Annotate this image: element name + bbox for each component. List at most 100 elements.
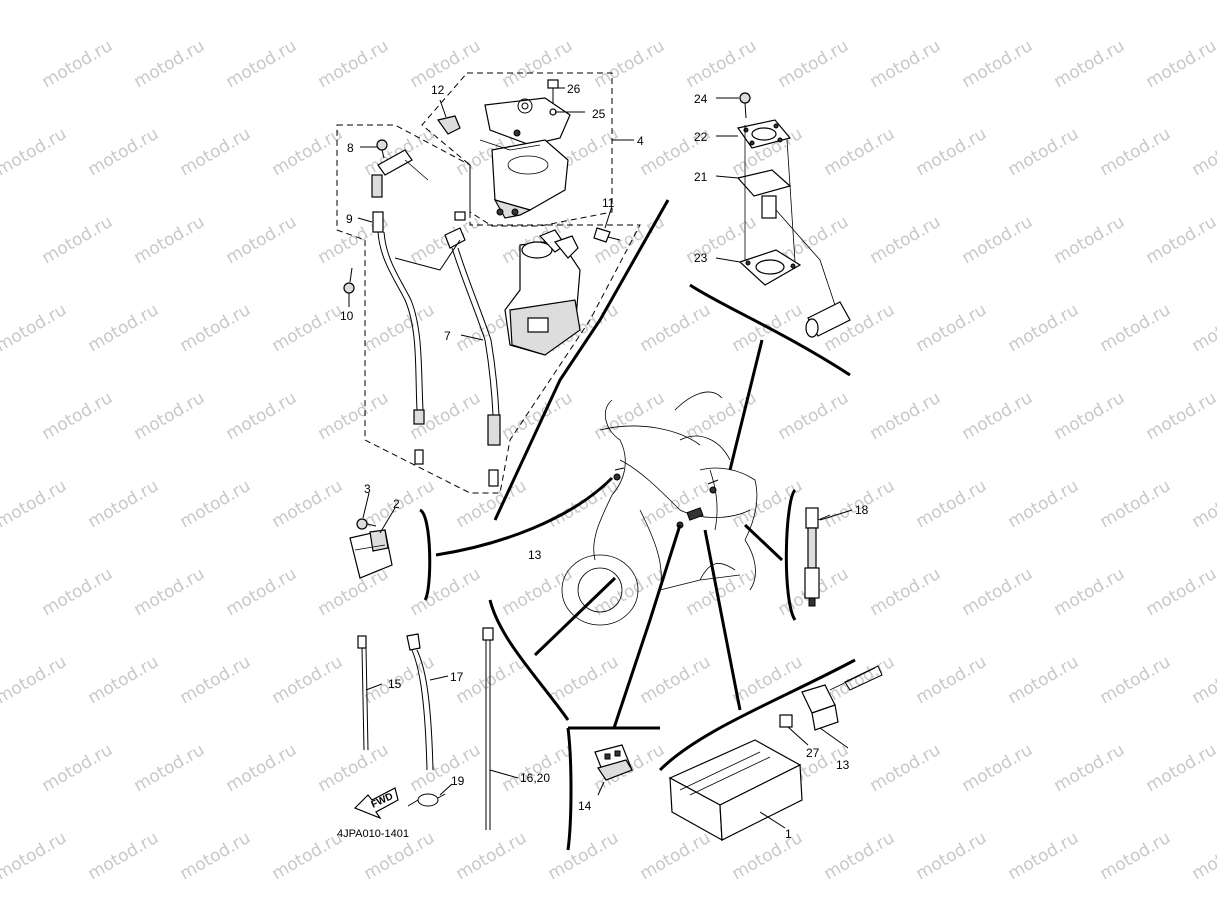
scooter-outline xyxy=(561,391,758,626)
watermark-text: motod.ru xyxy=(177,124,255,180)
callout-15: 15 xyxy=(388,677,402,691)
watermark-text: motod.ru xyxy=(85,124,163,180)
watermark-text: motod.ru xyxy=(499,36,577,92)
watermark-text: motod.ru xyxy=(1051,388,1129,444)
watermark-text: motod.ru xyxy=(775,36,853,92)
watermark-text: motod.ru xyxy=(913,652,991,708)
callout-11: 11 xyxy=(602,196,615,210)
watermark-text: motod.ru xyxy=(85,828,163,884)
watermark-text: motod.ru xyxy=(1189,828,1217,884)
watermark-text: motod.ru xyxy=(223,564,301,620)
watermark-text: motod.ru xyxy=(85,0,163,4)
cable-tie-16-20 xyxy=(482,627,494,830)
watermark-text: motod.ru xyxy=(499,388,577,444)
watermark-text: motod.ru xyxy=(1005,828,1083,884)
watermark-text: motod.ru xyxy=(223,388,301,444)
screw-26 xyxy=(547,79,559,104)
clamp-19 xyxy=(407,793,446,807)
watermark-text: motod.ru xyxy=(1189,0,1217,4)
watermark-text: motod.ru xyxy=(545,828,623,884)
main-switch-body xyxy=(479,97,571,219)
watermark-text: motod.ru xyxy=(361,300,439,356)
watermark-text: motod.ru xyxy=(39,212,117,268)
cable-9 xyxy=(371,149,429,465)
connector-14 xyxy=(594,744,633,781)
callout-19: 19 xyxy=(451,774,465,788)
watermark-text: motod.ru xyxy=(683,36,761,92)
watermark-text: motod.ru xyxy=(499,564,577,620)
watermark-text: motod.ru xyxy=(407,36,485,92)
watermark-text: motod.ru xyxy=(315,388,393,444)
catalog-code: 4JPA010-1401 xyxy=(337,828,409,840)
watermark-text: motod.ru xyxy=(177,0,255,4)
watermark-text: motod.ru xyxy=(545,652,623,708)
watermark-text: motod.ru xyxy=(453,0,531,4)
watermark-text: motod.ru xyxy=(1051,212,1129,268)
watermark-text: motod.ru xyxy=(1051,36,1129,92)
relay-2 xyxy=(349,529,393,579)
switch-assembly-group xyxy=(336,72,641,494)
cable-tie-17 xyxy=(406,633,434,771)
callout-labels: 1 2 3 4 7 8 9 10 11 12 13 13 14 15 16,20… xyxy=(337,82,869,841)
watermark-text: motod.ru xyxy=(1097,0,1175,4)
watermark-text: motod.ru xyxy=(821,124,899,180)
watermark-text: motod.ru xyxy=(361,0,439,4)
callout-21: 21 xyxy=(694,170,708,184)
watermark-text: motod.ru xyxy=(315,36,393,92)
watermark-text: motod.ru xyxy=(729,0,807,4)
callout-9: 9 xyxy=(346,212,353,226)
callout-23: 23 xyxy=(694,251,708,265)
watermark-text: motod.ru xyxy=(131,740,209,796)
watermark-text: motod.ru xyxy=(1097,124,1175,180)
cdi-unit-1 xyxy=(668,739,803,842)
watermark-text: motod.ru xyxy=(913,0,991,4)
watermark-text: motod.ru xyxy=(0,476,70,532)
watermark-text: motod.ru xyxy=(361,124,439,180)
watermark-text: motod.ru xyxy=(177,300,255,356)
watermark-text: motod.ru xyxy=(913,476,991,532)
watermark-text: motod.ru xyxy=(637,476,715,532)
watermark-text: motod.ru xyxy=(39,388,117,444)
fwd-arrow-icon: FWD xyxy=(353,787,399,820)
callout-7: 7 xyxy=(444,329,451,343)
ignition-switch xyxy=(504,229,581,356)
watermark-text: motod.ru xyxy=(39,740,117,796)
watermark-text: motod.ru xyxy=(0,300,70,356)
watermark-text: motod.ru xyxy=(269,0,347,4)
screw-8 xyxy=(376,139,388,159)
watermark-text: motod.ru xyxy=(959,36,1037,92)
watermark-text: motod.ru xyxy=(453,652,531,708)
watermark-text: motod.ru xyxy=(223,36,301,92)
watermark-text: motod.ru xyxy=(545,476,623,532)
watermark-text: motod.ru xyxy=(39,36,117,92)
cap-12 xyxy=(436,115,461,135)
watermark-text: motod.ru xyxy=(1051,564,1129,620)
screw-10 xyxy=(343,267,355,294)
watermark-text: motod.ru xyxy=(177,652,255,708)
watermark-text: motod.ru xyxy=(867,36,945,92)
watermark-text: motod.ru xyxy=(959,740,1037,796)
watermark-text: motod.ru xyxy=(1005,124,1083,180)
watermark-text: motod.ru xyxy=(315,740,393,796)
watermark-text: motod.ru xyxy=(729,476,807,532)
cdi-group xyxy=(658,529,883,842)
watermark-text: motod.ru xyxy=(913,124,991,180)
callout-10: 10 xyxy=(340,309,354,323)
watermark-text: motod.ru xyxy=(269,300,347,356)
callout-17: 17 xyxy=(450,670,464,684)
watermark-text: motod.ru xyxy=(959,388,1037,444)
cable-7 xyxy=(444,211,501,487)
switch-27 xyxy=(779,665,883,731)
watermark-text: motod.ru xyxy=(131,212,209,268)
watermark-text: motod.ru xyxy=(821,828,899,884)
watermark-text: motod.ru xyxy=(223,740,301,796)
callout-14: 14 xyxy=(578,799,592,813)
watermark-text: motod.ru xyxy=(1143,388,1217,444)
callout-8: 8 xyxy=(347,141,354,155)
bolt-24 xyxy=(739,92,751,119)
watermark-text: motod.ru xyxy=(867,212,945,268)
watermark-text: motod.ru xyxy=(1189,124,1217,180)
relay-group xyxy=(349,476,614,601)
callout-16-20: 16,20 xyxy=(520,771,550,785)
